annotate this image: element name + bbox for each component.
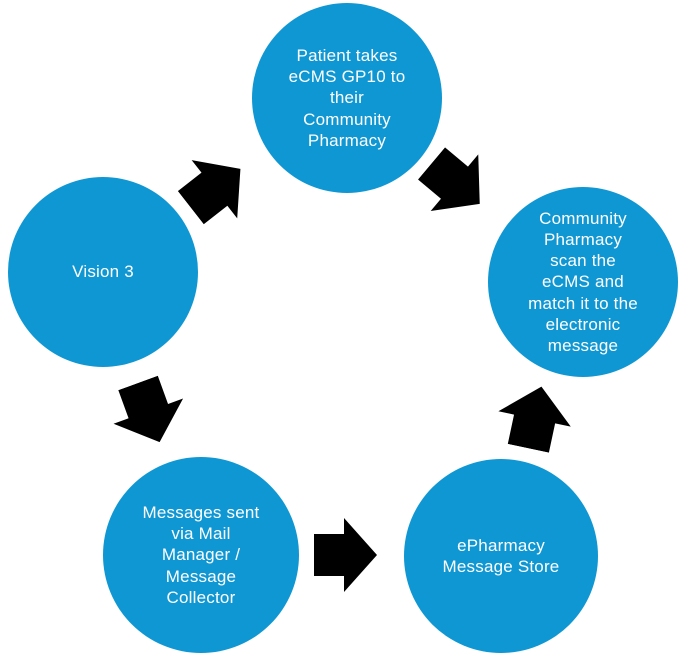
node-vision-3: Vision 3 (8, 177, 198, 367)
node-messages-sent-mail-manager: Messages sent via Mail Manager / Message… (103, 457, 299, 653)
node-label-epharmacy-message-store: ePharmacy Message Store (442, 535, 560, 576)
block-arrow-shape (498, 386, 571, 453)
arrow-vision3-to-messages-icon (113, 375, 184, 443)
block-arrow-shape (417, 147, 480, 212)
arrow-patient-to-community-icon (417, 147, 480, 212)
node-epharmacy-message-store: ePharmacy Message Store (404, 459, 598, 653)
node-label-community-pharmacy-scan: Community Pharmacy scan the eCMS and mat… (528, 209, 638, 355)
node-label-patient-takes-ecms: Patient takes eCMS GP10 to their Communi… (288, 46, 406, 150)
node-community-pharmacy-scan: Community Pharmacy scan the eCMS and mat… (488, 187, 678, 377)
block-arrow-shape (113, 375, 184, 443)
arrow-epharmacy-to-community-icon (498, 386, 571, 453)
node-label-messages-sent-mail-manager: Messages sent via Mail Manager / Message… (142, 503, 260, 607)
node-label-vision-3: Vision 3 (72, 262, 134, 282)
block-arrow-shape (314, 518, 377, 592)
node-patient-takes-ecms: Patient takes eCMS GP10 to their Communi… (252, 3, 442, 193)
arrow-vision3-to-patient-icon (177, 160, 241, 225)
arrow-messages-to-epharmacy-icon (314, 518, 377, 592)
block-arrow-shape (177, 160, 241, 225)
